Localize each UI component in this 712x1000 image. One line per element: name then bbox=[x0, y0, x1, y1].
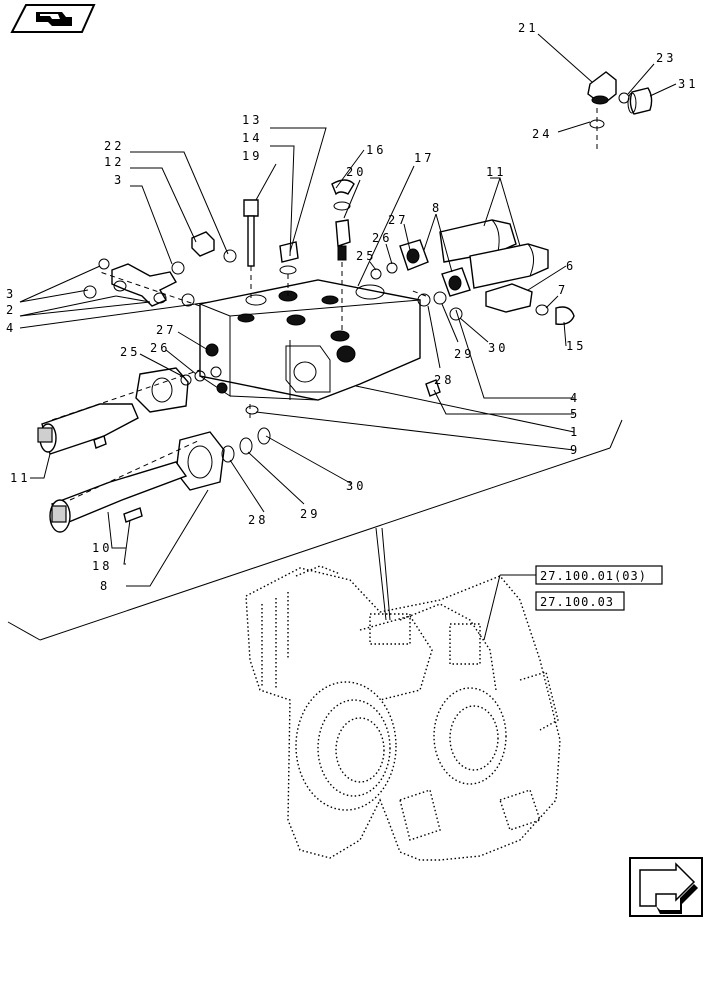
callout-11-top: 11 bbox=[486, 165, 506, 179]
detail-boundary-right bbox=[609, 419, 623, 449]
catalog-book-icon[interactable] bbox=[10, 4, 96, 33]
reference-label-1: 27.100.01(03) bbox=[540, 569, 647, 583]
callout-1: 1 bbox=[570, 425, 580, 439]
callout-19: 19 bbox=[242, 149, 262, 163]
solenoid-valve-lower-left bbox=[37, 403, 139, 455]
callout-27-left: 27 bbox=[156, 323, 176, 337]
reference-box-2[interactable]: 27.100.03 bbox=[535, 591, 625, 611]
callout-16: 16 bbox=[366, 143, 386, 157]
callout-30-right: 30 bbox=[488, 341, 508, 355]
assembly-lines bbox=[51, 271, 251, 501]
callout-23: 23 bbox=[656, 51, 676, 65]
callout-2: 2 bbox=[6, 303, 16, 317]
transmission-housing bbox=[245, 565, 561, 861]
callout-11-left: 11 bbox=[10, 471, 30, 485]
callout-9: 9 bbox=[570, 443, 580, 457]
solenoid-valve-upper bbox=[370, 219, 575, 397]
reference-box-1[interactable]: 27.100.01(03) bbox=[535, 565, 663, 585]
callout-4-left: 4 bbox=[6, 321, 16, 335]
left-flange bbox=[135, 367, 206, 413]
callout-27-top: 27 bbox=[388, 213, 408, 227]
location-pointer bbox=[375, 527, 391, 621]
callout-12: 12 bbox=[104, 155, 124, 169]
callout-22: 22 bbox=[104, 139, 124, 153]
callout-26-left: 26 bbox=[150, 341, 170, 355]
detail-boundary-left bbox=[7, 621, 41, 641]
callout-20: 20 bbox=[346, 165, 366, 179]
elbow-fitting-group bbox=[587, 71, 653, 150]
reference-leader-2 bbox=[483, 574, 501, 641]
callout-25-left: 25 bbox=[120, 345, 140, 359]
callout-24: 24 bbox=[532, 127, 552, 141]
callout-28-bottom: 28 bbox=[248, 513, 268, 527]
reference-label-2: 27.100.03 bbox=[540, 595, 614, 609]
callout-29-right: 29 bbox=[454, 347, 474, 361]
callout-7: 7 bbox=[558, 283, 568, 297]
adapter-fitting bbox=[191, 231, 237, 263]
callout-5: 5 bbox=[570, 407, 580, 421]
callout-8-top: 8 bbox=[432, 201, 442, 215]
callout-labels: 21 23 31 24 13 14 19 16 17 20 22 12 3 11… bbox=[6, 21, 698, 593]
callout-29-bottom: 29 bbox=[300, 507, 320, 521]
callout-10: 10 bbox=[92, 541, 112, 555]
callout-3-left: 3 bbox=[6, 287, 16, 301]
callout-6: 6 bbox=[566, 259, 576, 273]
callout-18: 18 bbox=[92, 559, 112, 573]
callout-28-right: 28 bbox=[434, 373, 454, 387]
valve-block bbox=[199, 279, 421, 401]
callout-8-bottom: 8 bbox=[100, 579, 110, 593]
callout-21: 21 bbox=[518, 21, 538, 35]
callout-15: 15 bbox=[566, 339, 586, 353]
temperature-sensor bbox=[331, 179, 355, 330]
tee-fitting bbox=[83, 258, 195, 307]
next-page-arrow-icon[interactable] bbox=[629, 857, 703, 917]
callout-30-bottom: 30 bbox=[346, 479, 366, 493]
callout-25-top: 25 bbox=[356, 249, 376, 263]
callout-17: 17 bbox=[414, 151, 434, 165]
solenoid-valve-lower bbox=[49, 461, 188, 533]
callout-31: 31 bbox=[678, 77, 698, 91]
callout-14: 14 bbox=[242, 131, 262, 145]
callout-3-top: 3 bbox=[114, 173, 124, 187]
detail-boundary bbox=[39, 447, 611, 641]
callout-13: 13 bbox=[242, 113, 262, 127]
callout-4-right: 4 bbox=[570, 391, 580, 405]
bolt bbox=[243, 199, 259, 300]
callout-26-top: 26 bbox=[372, 231, 392, 245]
lower-flange bbox=[175, 405, 271, 491]
leader-lines bbox=[19, 33, 677, 587]
